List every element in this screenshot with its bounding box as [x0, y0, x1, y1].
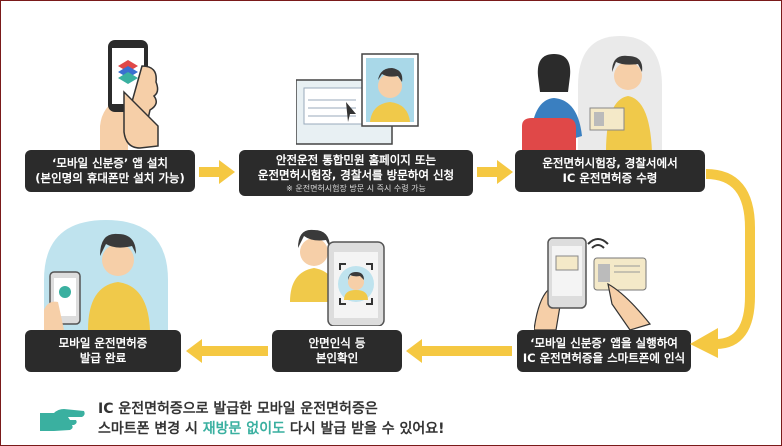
step-1-line2: (본인명의 휴대폰만 설치 가능) [35, 171, 185, 185]
arrow-step4-to-step5-icon [406, 339, 512, 363]
footer-line2-post: 다시 발급 받을 수 있어요! [284, 421, 445, 437]
step-3-box: 운전면허시험장, 경찰서에서 IC 운전면허증 수령 [515, 150, 705, 192]
phone-scanning-card-illustration [534, 237, 652, 330]
step-5-line1: 안면인식 등 [308, 336, 366, 350]
step-6-line1: 모바일 운전면허증 [58, 336, 148, 350]
footer-line2-pre: 스마트폰 변경 시 [98, 421, 203, 437]
step-1-box: ‘모바일 신분증’ 앱 설치 (본인명의 휴대폰만 설치 가능) [25, 150, 195, 192]
pointing-hand-icon [40, 409, 85, 431]
step-4-line2: IC 운전면허증을 스마트폰에 인식 [522, 351, 686, 365]
step-1-line1: ‘모바일 신분증’ 앱 설치 [52, 156, 168, 170]
step-4-box: ‘모바일 신분증’ 앱을 실행하여 IC 운전면허증을 스마트폰에 인식 [517, 330, 691, 372]
step-2-note: ※ 운전면허시험장 방문 시 즉시 수령 가능 [286, 183, 426, 193]
face-recognition-illustration [290, 229, 385, 326]
step-2-line1: 안전운전 통합민원 홈페이지 또는 [275, 152, 437, 167]
computer-monitor-icon [296, 53, 419, 145]
arrow-step1-to-step2-icon [199, 160, 235, 184]
step-6-line2: 발급 완료 [79, 351, 127, 365]
step-4-line1: ‘모바일 신분증’ 앱을 실행하여 [530, 336, 678, 350]
arrow-step2-to-step3-icon [477, 160, 513, 184]
step-3-line2: IC 운전면허증 수령 [562, 171, 658, 185]
step-2-line2: 운전면허시험장, 경찰서를 방문하여 신청 [257, 167, 455, 182]
step-5-box: 안면인식 등 본인확인 [272, 330, 402, 372]
step-2-box: 안전운전 통합민원 홈페이지 또는 운전면허시험장, 경찰서를 방문하여 신청 … [239, 150, 473, 196]
footer-line1: IC 운전면허증으로 발급한 모바일 운전면허증은 [98, 401, 378, 417]
arrow-step3-to-step4-icon [690, 169, 755, 358]
completed-license-illustration [44, 220, 168, 330]
step-6-box: 모바일 운전면허증 발급 완료 [25, 330, 181, 372]
footer-line2: 스마트폰 변경 시 재방문 없이도 다시 발급 받을 수 있어요! [98, 419, 445, 439]
step-3-line1: 운전면허시험장, 경찰서에서 [542, 156, 678, 170]
phone-in-hand-illustration [100, 40, 159, 154]
footer-highlight: 재방문 없이도 [202, 421, 285, 437]
license-pickup-illustration [522, 36, 662, 152]
step-5-line2: 본인확인 [315, 351, 359, 365]
footer-message: IC 운전면허증으로 발급한 모바일 운전면허증은 스마트폰 변경 시 재방문 … [98, 399, 445, 439]
arrow-step5-to-step6-icon [186, 339, 268, 363]
